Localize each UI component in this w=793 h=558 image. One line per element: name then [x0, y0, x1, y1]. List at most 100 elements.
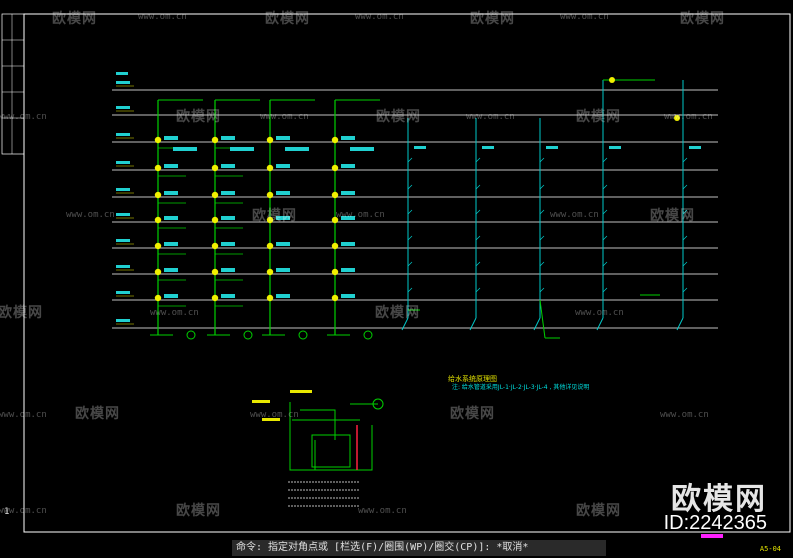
watermark-brand: 欧模网	[376, 109, 421, 125]
drawing-code: A5-04	[759, 545, 781, 553]
branch-stub	[475, 209, 481, 215]
branch-stub	[602, 235, 608, 241]
floor-elevation-mark	[116, 133, 130, 136]
branch-stub	[539, 235, 545, 241]
command-line[interactable]: 命令: 指定对角点或 [栏选(F)/圈围(WP)/圈交(CP)]: *取消*	[232, 540, 606, 556]
legend-title: 给水系统原理图	[448, 375, 497, 383]
branch-stub	[539, 157, 545, 163]
watermark-brand: 欧模网	[176, 503, 221, 519]
fixture-label	[341, 164, 355, 168]
fixture-marker	[331, 294, 339, 302]
watermark-brand: 欧模网	[75, 406, 120, 422]
fixture-label	[276, 191, 290, 195]
branch-stub	[602, 157, 608, 163]
fixture-marker	[266, 294, 274, 302]
fixture-label	[221, 191, 235, 195]
watermark-url: www.om.cn	[260, 112, 309, 122]
fixture-label	[221, 242, 235, 246]
fixture-marker	[331, 136, 339, 144]
fixture-label	[221, 136, 235, 140]
riser-tag	[285, 147, 309, 151]
detail-piping	[289, 402, 378, 471]
floor-elevation-mark	[116, 213, 130, 216]
fixture-label	[341, 294, 355, 298]
pump-room-detail	[252, 390, 384, 507]
riser-cyan-tag	[414, 146, 426, 149]
riser-base-valve	[298, 330, 308, 340]
fixture-marker	[331, 164, 339, 172]
fixture-label	[164, 216, 178, 220]
branch-stub	[602, 209, 608, 215]
watermark-url: www.om.cn	[550, 210, 599, 220]
fixture-label	[276, 216, 290, 220]
fixture-marker	[266, 164, 274, 172]
fixture-label	[164, 294, 178, 298]
fixture-marker	[266, 268, 274, 276]
fixture-marker	[331, 268, 339, 276]
riser-cyan-foot	[676, 317, 684, 331]
watermark-id: ID:2242365	[663, 512, 767, 534]
branch-stub	[682, 261, 688, 267]
watermark-brand: 欧模网	[176, 109, 221, 125]
floor-elevation-mark	[116, 291, 130, 294]
fixture-label	[221, 294, 235, 298]
detail-tank	[311, 434, 351, 468]
watermark-brand: 欧模网	[680, 11, 725, 27]
floor-elevation-mark	[116, 106, 130, 109]
fixture-marker	[331, 216, 339, 224]
floor-labels	[116, 72, 134, 325]
riser-cyan-tag	[609, 146, 621, 149]
fixture-marker	[154, 294, 162, 302]
branch-stub	[682, 184, 688, 190]
branch-stub	[539, 261, 545, 267]
fixture-marker	[266, 242, 274, 250]
branch-stub	[407, 157, 413, 163]
watermark-brand: 欧模网	[450, 406, 495, 422]
watermark-url: www.om.cn	[0, 112, 47, 122]
watermark-url: www.om.cn	[336, 210, 385, 220]
floor-elevation-mark	[116, 265, 130, 268]
fixture-label	[341, 268, 355, 272]
riser-base-valve	[363, 330, 373, 340]
fixture-marker	[211, 216, 219, 224]
fixture-marker	[154, 164, 162, 172]
legend-note: 注: 给水管道采用JL-1·JL-2·JL-3·JL-4 , 其他详见说明	[452, 384, 590, 391]
floor-elevation-mark	[116, 239, 130, 242]
roof-marker	[674, 115, 680, 121]
fixture-marker	[266, 216, 274, 224]
branch-stub	[539, 209, 545, 215]
riser-tag	[350, 147, 374, 151]
floor-elevation-mark	[116, 188, 130, 191]
riser-cyan-foot	[533, 317, 541, 331]
detail-label	[262, 418, 280, 421]
watermark-url: www.om.cn	[575, 308, 624, 318]
branch-stub	[682, 235, 688, 241]
branch-stub	[539, 287, 545, 293]
watermark-brand: 欧模网	[52, 11, 97, 27]
riser-base-valve	[243, 330, 253, 340]
fixture-marker	[154, 216, 162, 224]
drain-branch	[539, 299, 546, 339]
watermark-brand: 欧模网	[470, 11, 515, 27]
watermark-url: www.om.cn	[250, 410, 299, 420]
branch-stub	[407, 261, 413, 267]
fixture-marker	[331, 191, 339, 199]
riser-cyan-tag	[482, 146, 494, 149]
floor-elevation-mark	[116, 319, 130, 322]
fixture-marker	[266, 136, 274, 144]
riser-base-valve	[186, 330, 196, 340]
fixture-marker	[211, 242, 219, 250]
id-underline	[701, 534, 723, 538]
riser-tag	[173, 147, 197, 151]
branch-stub	[682, 209, 688, 215]
watermark-url: www.om.cn	[66, 210, 115, 220]
riser-cyan-foot	[596, 317, 604, 331]
fixture-marker	[211, 191, 219, 199]
fixture-label	[276, 268, 290, 272]
branch-stub	[682, 287, 688, 293]
watermark-url: www.om.cn	[150, 308, 199, 318]
floor-elevation-mark	[116, 81, 130, 84]
branch-stub	[407, 287, 413, 293]
branch-stub	[475, 287, 481, 293]
